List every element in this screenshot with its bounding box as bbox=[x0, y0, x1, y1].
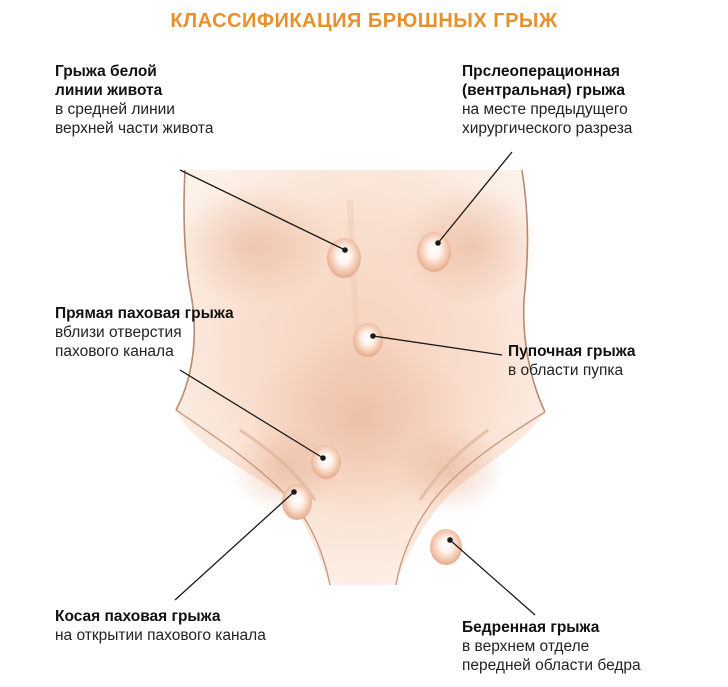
label-name: Прслеоперационная bbox=[462, 63, 620, 80]
label-white-line-hernia: Грыжа белой линии живота в средней линии… bbox=[55, 62, 295, 138]
label-description: верхней части живота bbox=[55, 120, 214, 137]
rib-shade-right bbox=[400, 185, 540, 305]
groin-shade-left bbox=[230, 425, 340, 515]
label-direct-inguinal-hernia: Прямая паховая грыжа вблизи отверстия па… bbox=[55, 304, 305, 361]
label-description: пахового канала bbox=[55, 343, 174, 360]
dot-oblique-inguinal bbox=[291, 489, 297, 495]
groin-fold-right bbox=[418, 428, 489, 501]
leader-oblique-inguinal bbox=[174, 491, 295, 601]
bulge-umbilical bbox=[353, 323, 383, 357]
groin-shade-right bbox=[395, 425, 505, 515]
bulge-white-line bbox=[327, 238, 361, 278]
label-description: в области пупка bbox=[508, 362, 624, 379]
bulge-oblique-inguinal bbox=[282, 484, 312, 520]
label-name: (вентральная) грыжа bbox=[462, 82, 625, 99]
rib-shade-left bbox=[175, 185, 335, 305]
dot-femoral bbox=[447, 537, 453, 543]
label-description: вблизи отверстия bbox=[55, 324, 182, 341]
torso-outline-left bbox=[175, 169, 196, 411]
label-name: Прямая паховая грыжа bbox=[55, 305, 234, 322]
dot-direct-inguinal bbox=[320, 455, 326, 461]
label-description: хирургического разреза bbox=[462, 120, 633, 137]
label-description: передней области бедра bbox=[462, 657, 641, 674]
diagram-title: КЛАССИФИКАЦИЯ БРЮШНЫХ ГРЫЖ bbox=[170, 10, 558, 32]
torso-outline-right bbox=[521, 169, 546, 413]
label-name: Грыжа белой bbox=[55, 63, 157, 80]
dot-postop bbox=[435, 240, 441, 246]
midline bbox=[347, 199, 363, 381]
label-name: Пупочная грыжа bbox=[508, 343, 636, 360]
leader-femoral bbox=[449, 539, 536, 616]
label-name: Бедренная грыжа bbox=[462, 619, 600, 636]
label-umbilical-hernia: Пупочная грыжа в области пупка bbox=[508, 342, 718, 380]
leader-direct-inguinal bbox=[179, 369, 324, 459]
leader-umbilical bbox=[372, 335, 503, 356]
dot-white-line bbox=[342, 247, 348, 253]
label-name: линии живота bbox=[55, 82, 163, 99]
bulge-postop bbox=[417, 232, 451, 272]
label-postoperative-hernia: Прслеоперационная (вентральная) грыжа на… bbox=[462, 62, 722, 138]
bulge-direct-inguinal bbox=[311, 445, 341, 479]
label-description: в средней линии bbox=[55, 101, 175, 118]
label-name: Косая паховая грыжа bbox=[55, 608, 221, 625]
bulge-femoral bbox=[430, 529, 462, 565]
leader-postop bbox=[437, 151, 513, 244]
label-description: в верхнем отделе bbox=[462, 638, 590, 655]
leader-white-line bbox=[179, 169, 346, 251]
label-description: на открытии пахового канала bbox=[55, 627, 266, 644]
label-oblique-inguinal-hernia: Косая паховая грыжа на открытии пахового… bbox=[55, 607, 355, 645]
hip-crease-right bbox=[395, 411, 546, 586]
dot-umbilical bbox=[370, 333, 376, 339]
label-femoral-hernia: Бедренная грыжа в верхнем отделе передне… bbox=[462, 618, 722, 675]
label-description: на месте предыдущего bbox=[462, 101, 628, 118]
